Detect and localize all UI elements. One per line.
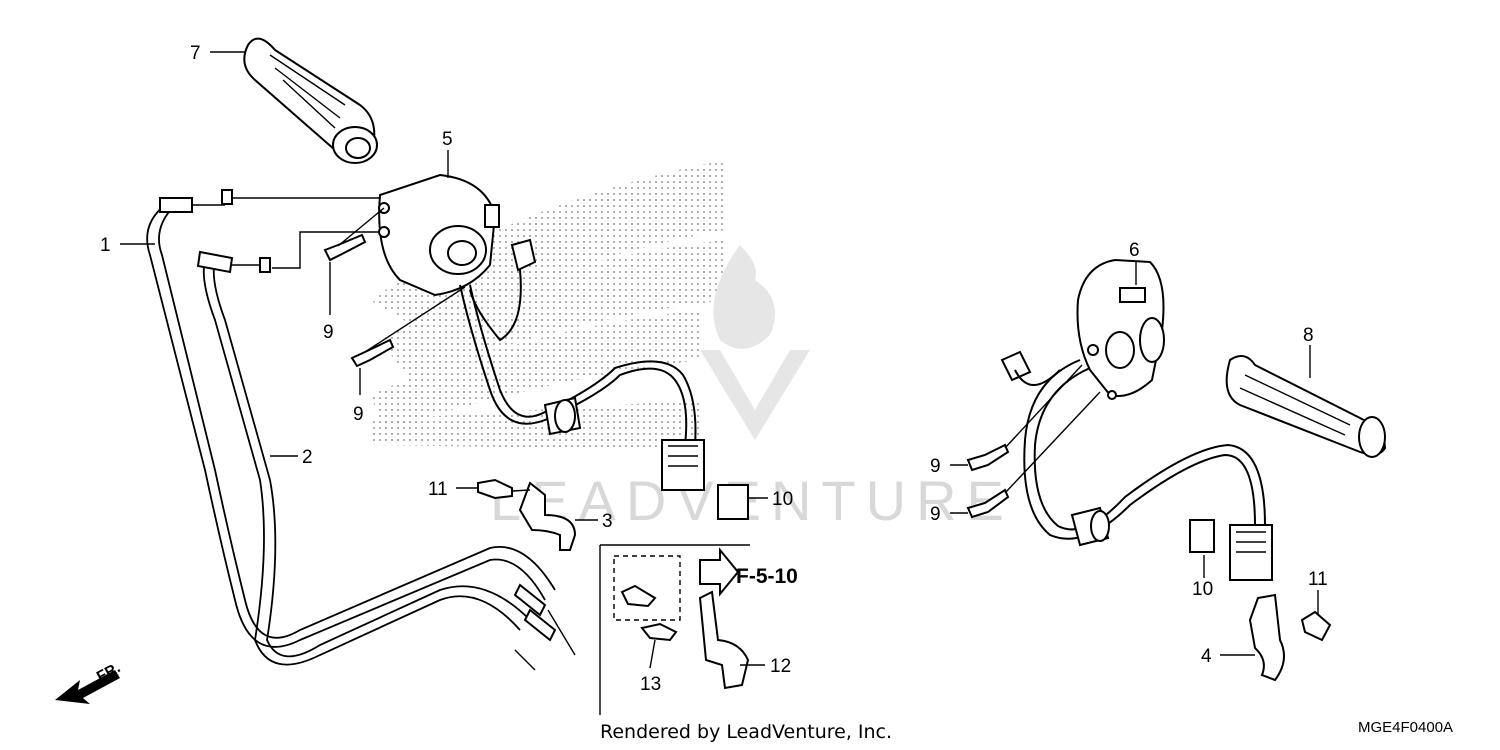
callout-8: 8: [1303, 325, 1314, 346]
callout-9d: 9: [930, 504, 941, 525]
callout-10b: 10: [1192, 579, 1213, 600]
callout-11a: 11: [428, 479, 448, 500]
callout-6: 6: [1129, 240, 1140, 261]
part-8-right-grip: [1225, 355, 1387, 458]
leader-lines: [120, 51, 1319, 669]
right-switch-harness: [1014, 359, 1273, 581]
callout-11b: 11: [1308, 569, 1328, 590]
callout-9a: 9: [323, 322, 334, 343]
diagram-code: MGE4F0400A: [1358, 719, 1453, 736]
callout-9c: 9: [930, 456, 941, 477]
left-switch-harness: [459, 269, 705, 491]
callout-3: 3: [602, 511, 613, 532]
callout-5: 5: [442, 129, 453, 150]
callout-10a: 10: [772, 489, 793, 510]
part-7-left-grip: [243, 37, 378, 164]
callout-2: 2: [302, 447, 313, 468]
callout-9b: 9: [353, 404, 364, 425]
callout-labels: 7 5 1 9 9 2 11 3 10 6 8 9 9 10 11 4 13 1…: [100, 43, 1328, 695]
callout-1: 1: [100, 235, 111, 256]
part-6-right-switch-housing: [1000, 258, 1165, 400]
parts-1-2-throttle-cables: [146, 189, 576, 671]
connectors-10: [717, 484, 1215, 553]
part-5-left-switch-housing: [378, 173, 537, 297]
part-3-clamp: [518, 481, 577, 551]
callout-7: 7: [190, 43, 201, 64]
bolts-9: [323, 233, 1010, 519]
bolts-11: [477, 478, 1332, 642]
part-4-clamp: [1248, 593, 1285, 682]
inset-box: [599, 544, 750, 715]
credit-text: Rendered by LeadVenture, Inc.: [600, 721, 892, 743]
callout-13: 13: [640, 674, 661, 695]
front-direction-arrow: FR.: [55, 659, 123, 704]
reference-label: F-5-10: [736, 565, 798, 588]
callout-4: 4: [1201, 646, 1212, 667]
callout-12: 12: [770, 656, 791, 677]
